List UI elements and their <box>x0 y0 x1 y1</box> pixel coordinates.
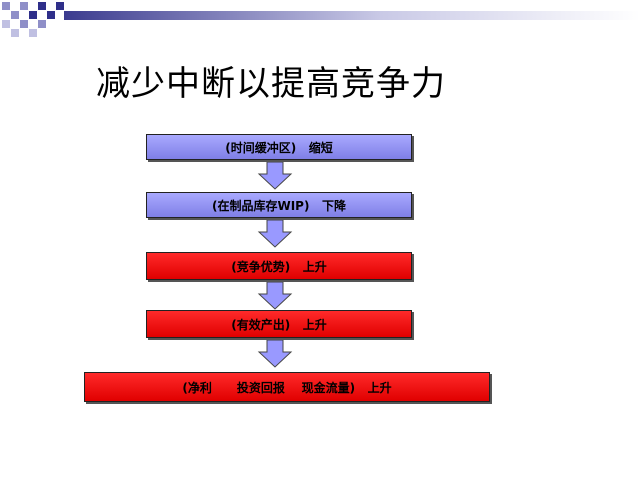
down-arrow-icon <box>257 282 293 310</box>
flow-step-throughput: (有效产出) 上升 <box>146 310 412 338</box>
decorative-header-ribbon <box>0 0 640 40</box>
down-arrow-icon <box>257 162 293 190</box>
flow-step-profit-roi-cashflow: (净利 投资回报 现金流量) 上升 <box>84 372 490 402</box>
flow-step-wip-inventory: (在制品库存WIP) 下降 <box>146 192 412 218</box>
down-arrow-icon <box>257 340 293 368</box>
flow-step-competitive-advantage: (竞争优势) 上升 <box>146 252 412 280</box>
flow-step-time-buffer: (时间缓冲区) 缩短 <box>146 134 412 160</box>
slide-title: 减少中断以提高竞争力 <box>96 64 446 104</box>
down-arrow-icon <box>257 220 293 248</box>
